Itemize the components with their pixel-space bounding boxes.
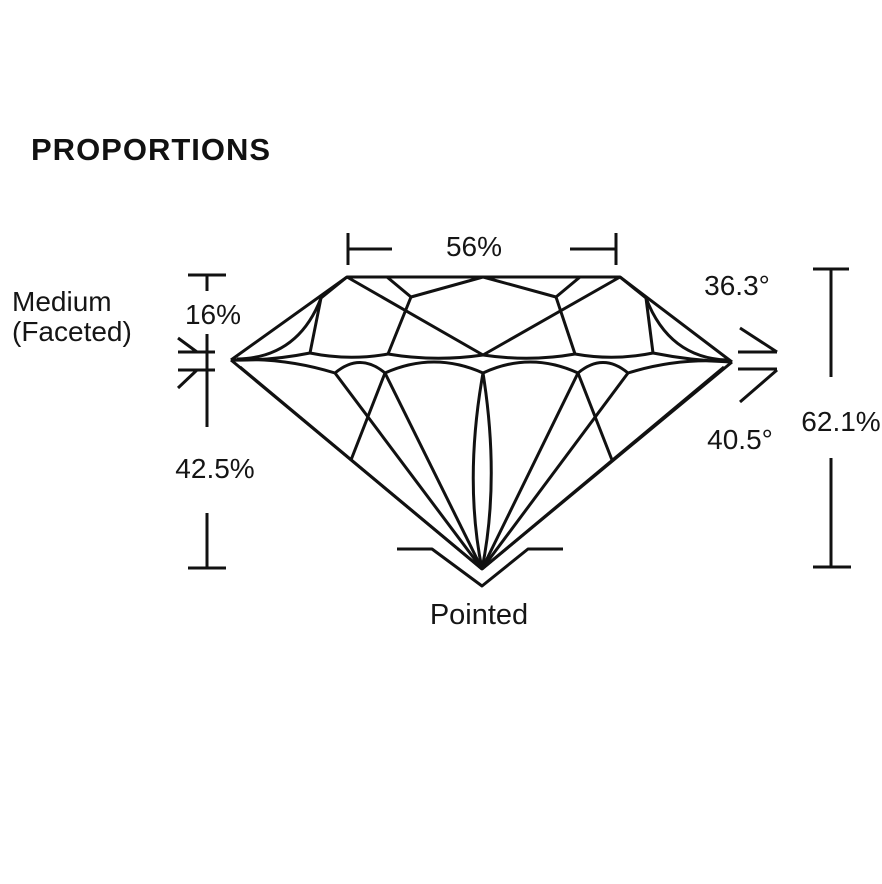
table-size-value: 56%	[445, 231, 503, 262]
left-dimension-lines	[176, 273, 226, 570]
pavilion-facets	[239, 365, 725, 571]
culet-label: Pointed	[429, 599, 529, 631]
girdle-thickness-label-line1: Medium	[12, 286, 112, 317]
pavilion-depth-value: 42.5%	[175, 453, 255, 484]
pavilion-angle-value: 40.5°	[707, 424, 773, 455]
page-title: PROPORTIONS	[31, 132, 272, 167]
culet-bracket	[397, 547, 563, 588]
girdle-thickness-label: Medium (Faceted)	[12, 287, 132, 347]
girdle-thickness-label-line2: (Faceted)	[12, 316, 132, 347]
angle-indicator-marks	[738, 326, 778, 404]
total-depth-dimension	[813, 267, 851, 569]
crown-angle-value: 36.3°	[704, 270, 770, 301]
crown-height-value: 16%	[184, 299, 242, 330]
table-size-dimension	[346, 233, 618, 265]
girdle-band	[230, 351, 733, 375]
crown-facets	[236, 275, 728, 362]
total-depth-value: 62.1%	[801, 406, 881, 437]
